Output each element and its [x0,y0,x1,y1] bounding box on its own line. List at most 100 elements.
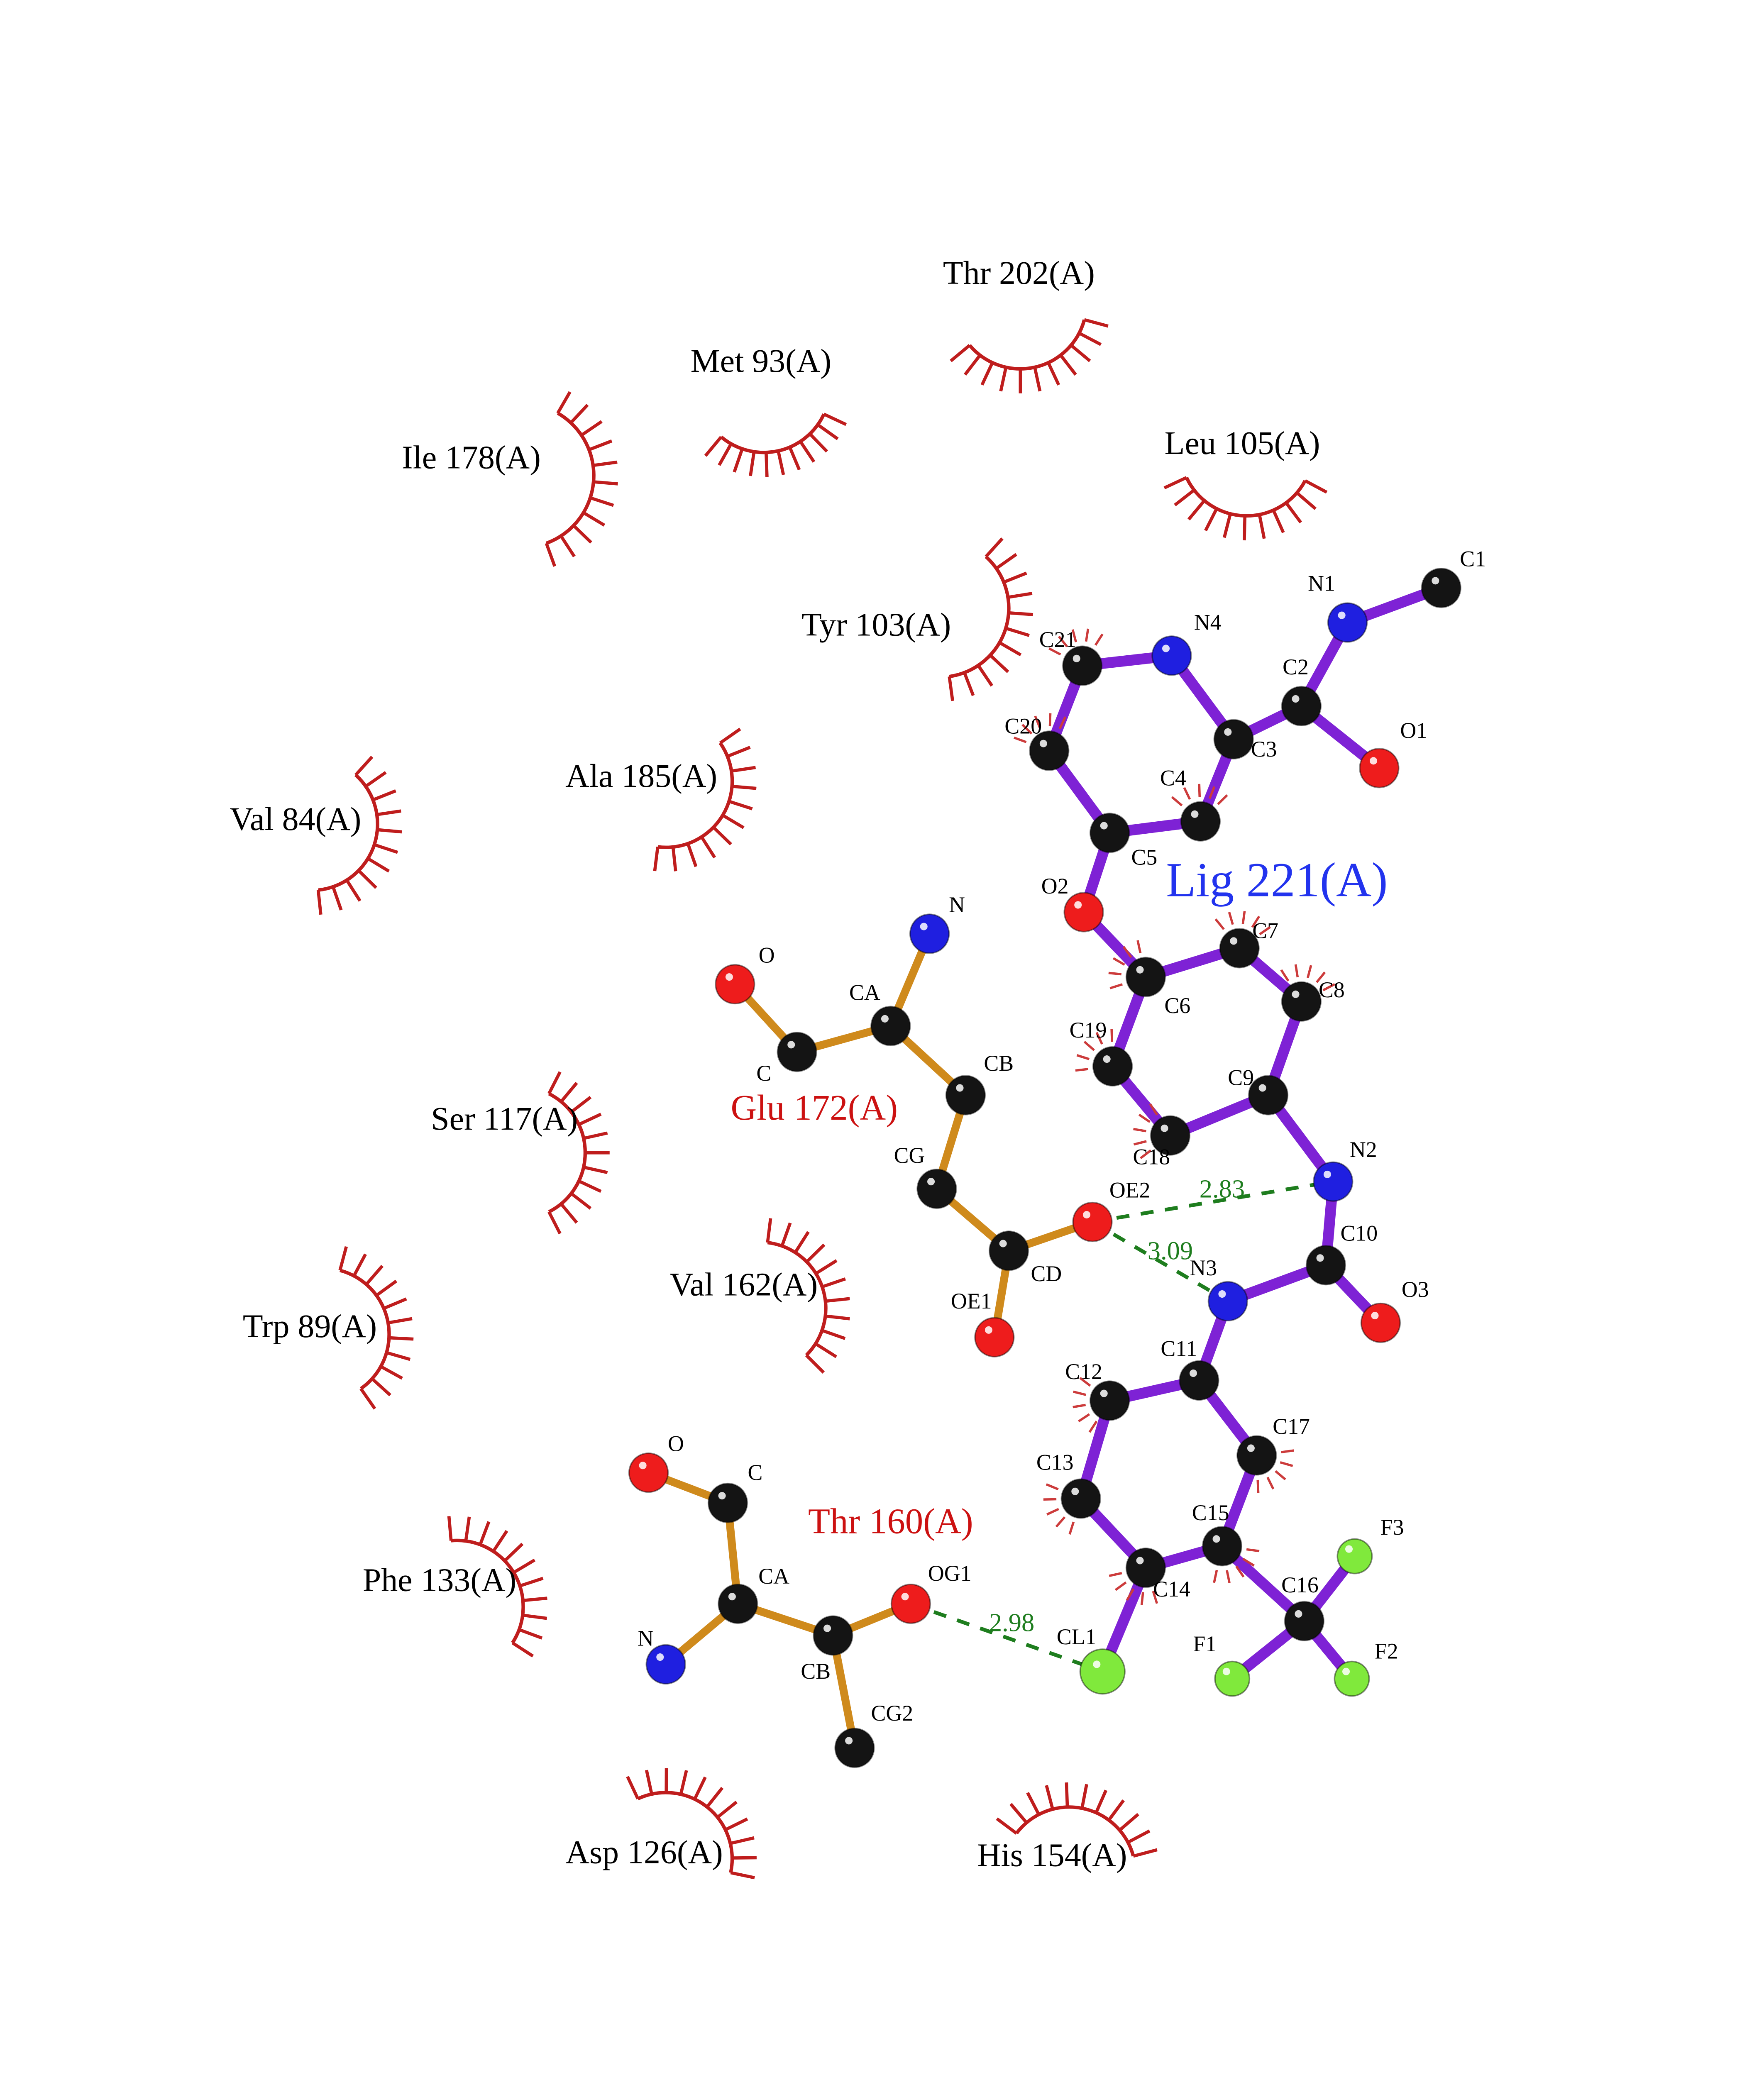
atom-C [707,1482,748,1523]
atom-ball [1336,1538,1373,1575]
atom-highlight [1258,1084,1266,1092]
atom-label-CA: CA [849,980,880,1005]
contact-eyelash [372,789,396,801]
atom-ball [1079,1648,1126,1695]
contact-eyelash [1112,957,1125,966]
hydrophobic-contact-layer [316,318,1328,1880]
contact-eyelash [1243,515,1247,541]
atom-N3 [1207,1281,1248,1322]
contact-eyelash [503,1543,524,1562]
atom-highlight [1224,728,1232,736]
atom-label-C19: C19 [1070,1018,1107,1042]
atom-label-O2: O2 [1041,874,1069,898]
ligand-contact-spoke-layer [1014,628,1335,1605]
contact-arc [318,774,379,892]
hydrogen-bond [910,1602,1103,1674]
contact-eyelash [1122,946,1132,958]
atom-ball [1327,602,1368,643]
atom-label-C18: C18 [1133,1145,1170,1169]
atom-label-O1: O1 [1400,718,1427,743]
atom-label-F2: F2 [1375,1639,1398,1664]
atom-label-C11: C11 [1161,1336,1197,1361]
atom-C2 [1281,686,1322,726]
ligand-contact-spokes-C18 [1133,1103,1158,1160]
atom-C9 [1248,1075,1289,1116]
atom-O [715,964,755,1005]
atom-label-C17: C17 [1273,1414,1310,1439]
contact-eyelash [1107,1799,1125,1821]
contact-eyelash [569,404,589,424]
atom-ball [1090,813,1130,853]
atom-ball [1219,928,1260,969]
contact-eyelash [1266,1477,1275,1490]
contact-eyelash [1043,1498,1057,1501]
atom-highlight [956,1084,964,1092]
contact-eyelash [1046,1508,1059,1516]
contact-eyelash [365,1265,384,1286]
contact-eyelash [1259,926,1271,935]
contact-eyelash [1316,971,1326,983]
contact-eyelash [948,676,954,701]
contact-eyelash [1075,1068,1089,1072]
contact-eyelash [380,1365,403,1380]
contact-eyelash [1076,1054,1090,1060]
contact-eyelash [999,367,1008,392]
contact-eyelash [590,496,614,507]
contact-eyelash [1228,912,1234,925]
atom-highlight [1316,1254,1324,1262]
contact-eyelash [316,890,323,915]
contact-eyelash [582,511,606,527]
atom-C10 [1305,1245,1346,1286]
atom-C19 [1092,1046,1133,1087]
ligand-contact-spokes-C13 [1043,1483,1075,1535]
contact-eyelash [996,1817,1018,1835]
atom-C8 [1281,981,1322,1022]
contact-eyelash [1149,1103,1158,1116]
hbond-distance-label: 3.09 [1148,1236,1193,1265]
contact-eyelash [1109,1572,1122,1577]
atom-label-C8: C8 [1319,977,1345,1002]
contact-eyelash [950,344,971,362]
hydrophobic-residue [704,413,847,477]
contact-eyelash [727,746,751,758]
atom-highlight [1100,1389,1108,1397]
atom-ball [916,1168,957,1209]
contact-eyelash [1073,1390,1086,1396]
atom-highlight [1162,644,1170,652]
atom-highlight [1338,611,1346,619]
atom-label-O: O [759,942,775,967]
ligand-contact-spokes-C14 [1109,1572,1158,1605]
atom-N2 [1313,1161,1354,1202]
atom-CG [916,1168,957,1209]
contact-eyelash [671,847,677,872]
hydrophobic-residue [1163,476,1328,541]
atom-label-N: N [638,1626,654,1650]
contact-eyelash [1235,1565,1245,1578]
atom-ball [945,1075,986,1116]
atom-ball [1248,1075,1289,1116]
contact-eyelash [730,1871,755,1880]
hbond-distance-label: 2.98 [989,1608,1034,1637]
contact-eyelash [386,1351,411,1361]
contact-eyelash [963,354,982,376]
atom-label-C10: C10 [1340,1221,1378,1246]
hydrophobic-residue [316,756,402,915]
contact-eyelash [1258,514,1266,539]
atom-CD [988,1230,1029,1271]
atom-ball [1090,1380,1130,1421]
contact-eyelash [766,1218,772,1243]
atom-highlight [1103,1055,1111,1063]
atom-N [645,1644,686,1685]
contact-eyelash [345,879,362,902]
contact-eyelash [513,1558,536,1574]
atom-C6 [1125,957,1166,997]
contact-eyelash [777,450,785,475]
contact-eyelash [977,664,994,687]
atom-label-C13: C13 [1036,1450,1074,1475]
atom-C16 [1284,1601,1324,1641]
atom-label-C6: C6 [1164,993,1190,1018]
contact-eyelash [1127,1829,1151,1844]
contact-eyelash [1070,344,1091,362]
contact-eyelash [583,1131,608,1140]
